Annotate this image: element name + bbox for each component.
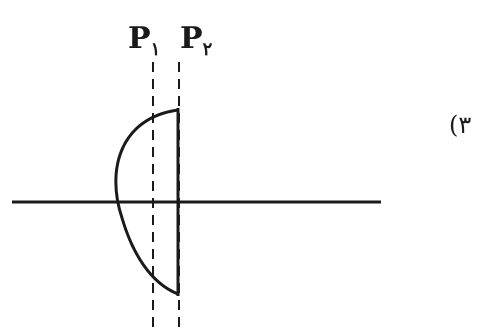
item-number: (۳ bbox=[449, 111, 471, 139]
plane-2-label: P۲ bbox=[180, 21, 213, 60]
plane-2-subscript: ۲ bbox=[203, 39, 213, 60]
plane-1-label: P۱ bbox=[128, 21, 160, 60]
plane-2-letter: P bbox=[180, 21, 203, 56]
plane-1-letter: P bbox=[128, 21, 151, 56]
lens-curved-surface bbox=[114, 108, 179, 296]
plane-1-subscript: ۱ bbox=[151, 39, 161, 60]
